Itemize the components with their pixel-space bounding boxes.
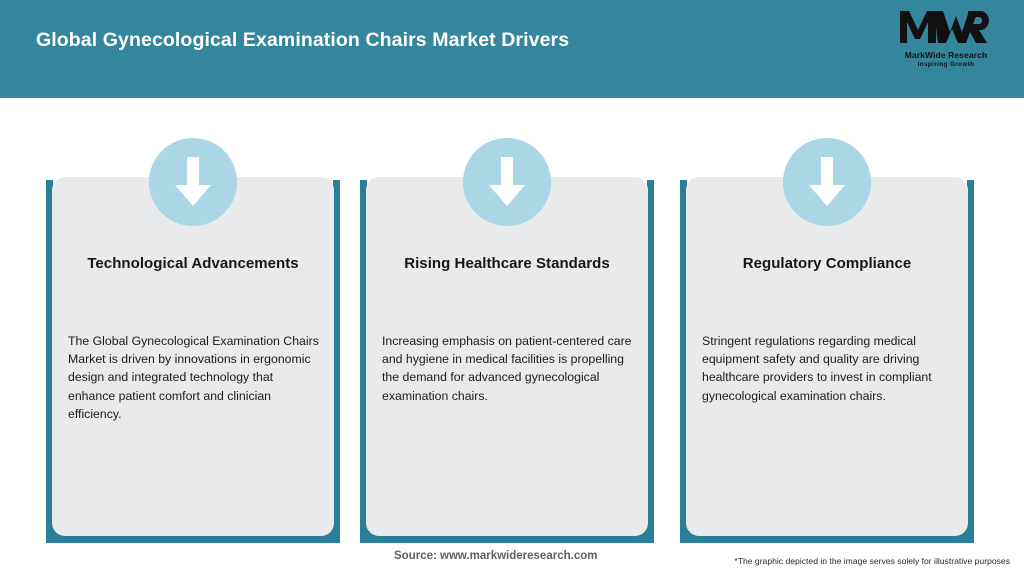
down-arrow-icon xyxy=(783,138,871,226)
card-panel: Technological Advancements The Global Gy… xyxy=(52,177,334,536)
page-title: Global Gynecological Examination Chairs … xyxy=(36,29,570,51)
card-body-text: Stringent regulations regarding medical … xyxy=(702,334,932,403)
driver-card-1: Technological Advancements The Global Gy… xyxy=(46,98,340,543)
frame-bottom-bar xyxy=(680,536,974,543)
driver-cards-container: Technological Advancements The Global Gy… xyxy=(0,98,1024,543)
mwr-logo-icon xyxy=(900,10,992,49)
frame-bottom-bar xyxy=(360,536,654,543)
driver-card-2: Rising Healthcare Standards Increasing e… xyxy=(360,98,654,543)
logo-tagline: Inspiring Growth xyxy=(917,61,975,68)
frame-right-bar xyxy=(967,180,974,543)
down-arrow-icon xyxy=(149,138,237,226)
card-body-text: Increasing emphasis on patient-centered … xyxy=(382,334,632,403)
disclaimer-label: *The graphic depicted in the image serve… xyxy=(734,556,1010,566)
header-bar: Global Gynecological Examination Chairs … xyxy=(0,0,1024,98)
frame-left-bar xyxy=(680,180,687,543)
frame-bottom-bar xyxy=(46,536,340,543)
card-title: Rising Healthcare Standards xyxy=(404,255,610,272)
card-title: Regulatory Compliance xyxy=(742,255,912,272)
logo-company-name: MarkWide Research xyxy=(904,50,988,60)
brand-logo: MarkWide Research Inspiring Growth xyxy=(894,10,998,72)
frame-right-bar xyxy=(647,180,654,543)
card-body-text: The Global Gynecological Examination Cha… xyxy=(68,334,319,421)
down-arrow-icon xyxy=(463,138,551,226)
frame-right-bar xyxy=(333,180,340,543)
card-title: Technological Advancements xyxy=(87,255,299,272)
frame-left-bar xyxy=(360,180,367,543)
card-panel: Regulatory Compliance Stringent regulati… xyxy=(686,177,968,536)
frame-left-bar xyxy=(46,180,53,543)
driver-card-3: Regulatory Compliance Stringent regulati… xyxy=(680,98,974,543)
source-label: Source: www.markwideresearch.com xyxy=(394,550,598,562)
card-panel: Rising Healthcare Standards Increasing e… xyxy=(366,177,648,536)
